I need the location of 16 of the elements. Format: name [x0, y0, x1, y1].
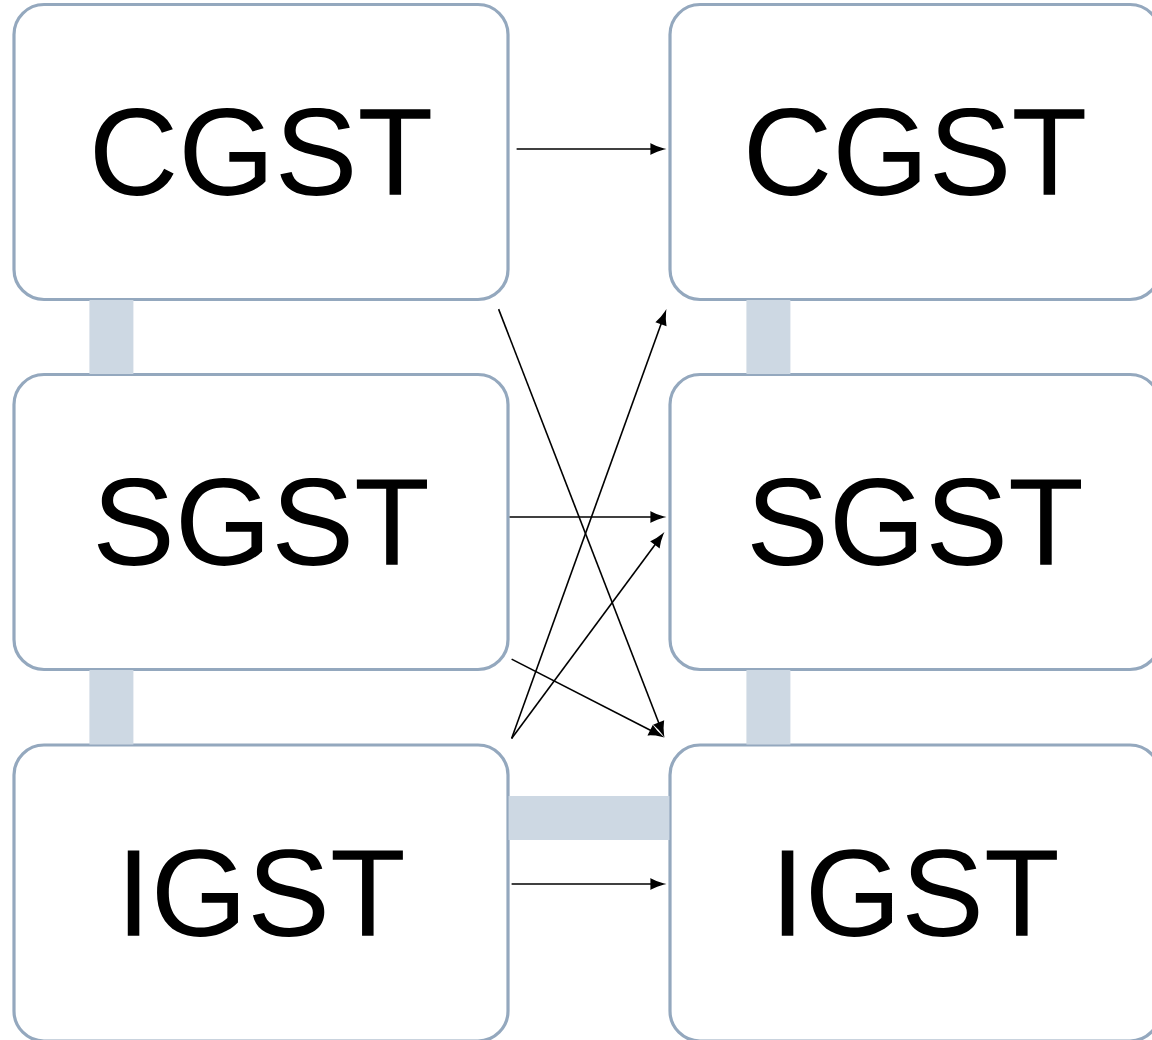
- connector-bar: [508, 796, 670, 840]
- rounded-box: SGST: [668, 372, 1152, 672]
- arrow: [510, 878, 664, 890]
- rounded-box: SGST: [12, 372, 510, 672]
- arrow: [510, 533, 664, 740]
- rounded-box: IGST: [12, 743, 510, 1040]
- connector-bar: [89, 300, 134, 374]
- arrow: [508, 511, 664, 523]
- rounded-box: IGST: [668, 743, 1152, 1040]
- connector-bar: [89, 670, 134, 745]
- connector-bar: [746, 300, 791, 374]
- rounded-box: CGST: [668, 2, 1152, 302]
- arrow: [515, 143, 664, 155]
- arrow: [510, 658, 663, 737]
- connector-bar: [746, 670, 791, 745]
- rounded-box: CGST: [12, 2, 510, 302]
